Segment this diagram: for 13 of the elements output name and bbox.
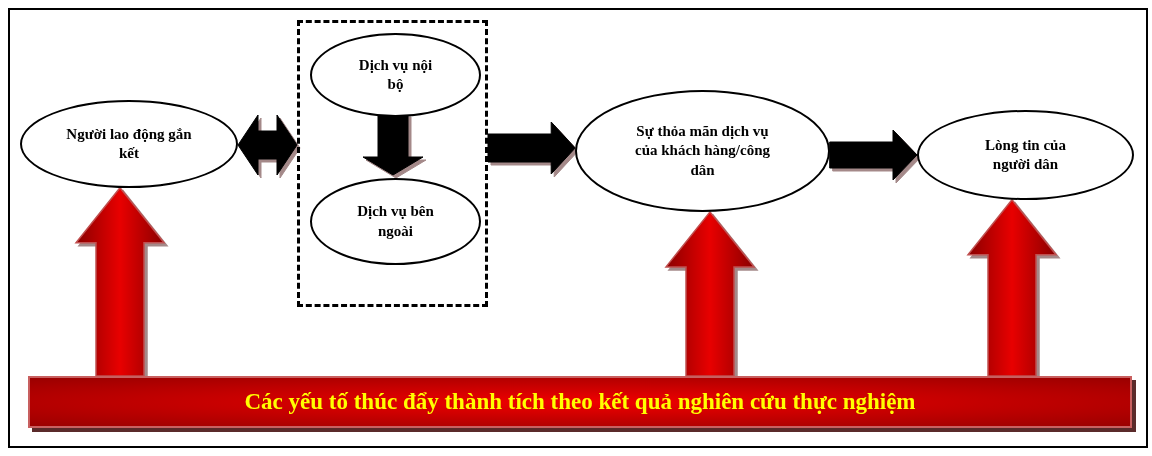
dashed-group-box xyxy=(297,20,488,307)
double-block-arrow xyxy=(237,114,298,176)
node-label: Sự thỏa mãn dịch vụ của khách hàng/công dân xyxy=(633,121,771,180)
banner-text: Các yếu tố thúc đẩy thành tích theo kết quả nghiên cứu thực nghiệm xyxy=(244,387,916,416)
block-arrow xyxy=(966,198,1058,377)
block-arrow xyxy=(487,121,576,175)
node-label: Dịch vụ bên ngoài xyxy=(356,202,435,241)
block-arrow xyxy=(664,210,756,377)
node-label: Dịch vụ nội bộ xyxy=(358,55,433,94)
block-arrow xyxy=(829,129,918,181)
block-arrow xyxy=(74,186,166,377)
node-label: Lòng tin của người dân xyxy=(984,135,1067,174)
node-label: Người lao động gắn kết xyxy=(65,124,193,163)
